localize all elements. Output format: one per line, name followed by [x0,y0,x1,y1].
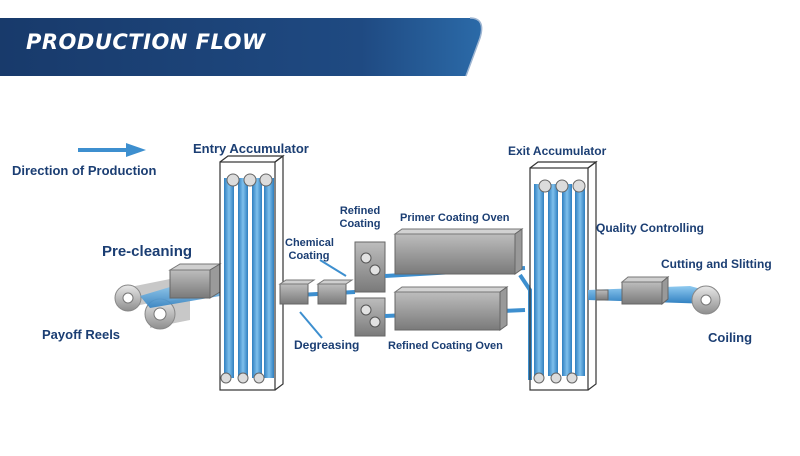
refined-coating-oven-label: Refined Coating Oven [388,340,503,352]
entry-accumulator-icon [219,154,285,391]
pre-cleaning-machine-icon [168,263,222,299]
refined-coating-line2: Coating [339,217,381,230]
direction-arrow-icon [78,143,146,157]
coiling-label: Coiling [708,330,753,345]
refined-coating-line1: Refined [339,205,381,217]
exit-accumulator-icon [518,160,598,391]
pre-cleaning-label: Pre-cleaning [102,243,193,260]
quality-control-station-icon [595,289,609,301]
payoff-reels-label: Payoff Reels [42,327,121,342]
entry-accumulator-label: Entry Accumulator [193,141,309,156]
chemical-coating-line1: Chemical [285,237,334,249]
quality-controlling-label: Quality Controlling [596,221,704,235]
chemical-coating-line2: Coating [288,249,330,262]
primer-coating-oven-icon [393,228,524,275]
refined-coating-label: Refined Coating [336,205,384,230]
degreasing-label: Degreasing [294,338,360,352]
cutting-slitting-machine-icon [620,275,670,306]
chemical-coating-label: Chemical Coating [285,237,334,262]
page-title: PRODUCTION FLOW [26,30,266,54]
header-banner [0,17,483,77]
coiling-reel-icon [691,285,721,315]
refined-coating-oven-icon [393,286,509,331]
primer-coating-oven-label: Primer Coating Oven [400,212,510,224]
degreasing-machine-icon [278,279,316,305]
direction-of-production-label: Direction of Production [12,163,157,178]
exit-accumulator-label: Exit Accumulator [508,144,607,158]
refined-coating-unit-icon [354,241,386,337]
cutting-and-slitting-label: Cutting and Slitting [661,257,772,271]
chemical-coating-machine-icon [316,279,354,305]
